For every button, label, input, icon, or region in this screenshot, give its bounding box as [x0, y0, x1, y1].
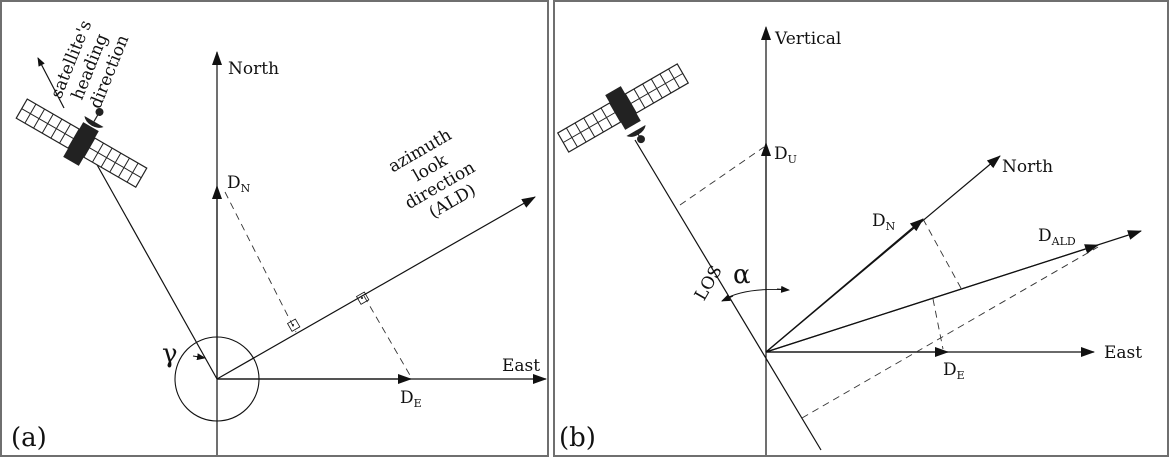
- alpha-arrow-right: [776, 285, 790, 293]
- alpha-label: α: [733, 260, 751, 290]
- panel-a-label: (a): [11, 423, 47, 453]
- du-label: DU: [774, 144, 797, 166]
- gamma-arrow: [192, 353, 206, 361]
- panel-b: [553, 0, 1169, 457]
- dn-label: DN: [227, 173, 251, 195]
- de-projection: [932, 298, 944, 350]
- alpha-angle-arc: [722, 288, 790, 301]
- gamma-angle-circle: [174, 336, 260, 422]
- north-label: North: [228, 59, 279, 79]
- vertical-label: Vertical: [774, 29, 841, 49]
- diagram-a: North East satellite's heading direction…: [11, 17, 547, 455]
- satellite-icon: [15, 98, 148, 188]
- panel-b-label: (b): [559, 423, 596, 453]
- dn-projection: [922, 218, 963, 291]
- los-projection: [801, 246, 1099, 419]
- dald-label: DALD: [1038, 226, 1076, 248]
- de-label: DE: [943, 360, 965, 382]
- de-label: DE: [400, 388, 422, 410]
- dn-arrow: [765, 218, 924, 353]
- right-angle-dot: [361, 297, 363, 299]
- satellite-line: [90, 153, 218, 380]
- dn-label: DN: [872, 211, 896, 233]
- heading-arrow: [37, 57, 65, 109]
- panel-a: [0, 0, 549, 457]
- los-line: [634, 139, 822, 451]
- dald-arrow: [765, 244, 1099, 353]
- ald-label: azimuth look direction (ALD): [382, 120, 494, 231]
- right-angle-dot: [292, 324, 294, 326]
- right-angle-marker: [286, 318, 301, 332]
- alpha-arrow-left: [721, 294, 734, 302]
- ald-arrow: [216, 196, 536, 380]
- east-label: East: [1104, 343, 1142, 363]
- du-projection: [679, 146, 765, 206]
- diagram-b: Vertical North East LOS α DU DN DALD DE …: [556, 26, 1142, 455]
- north-label: North: [1002, 157, 1053, 177]
- dn-projection: [224, 191, 297, 333]
- de-projection: [363, 295, 412, 378]
- east-label: East: [502, 356, 540, 376]
- satellite-icon: [556, 63, 690, 153]
- right-angle-marker: [355, 291, 370, 305]
- gamma-label: γ: [162, 339, 178, 369]
